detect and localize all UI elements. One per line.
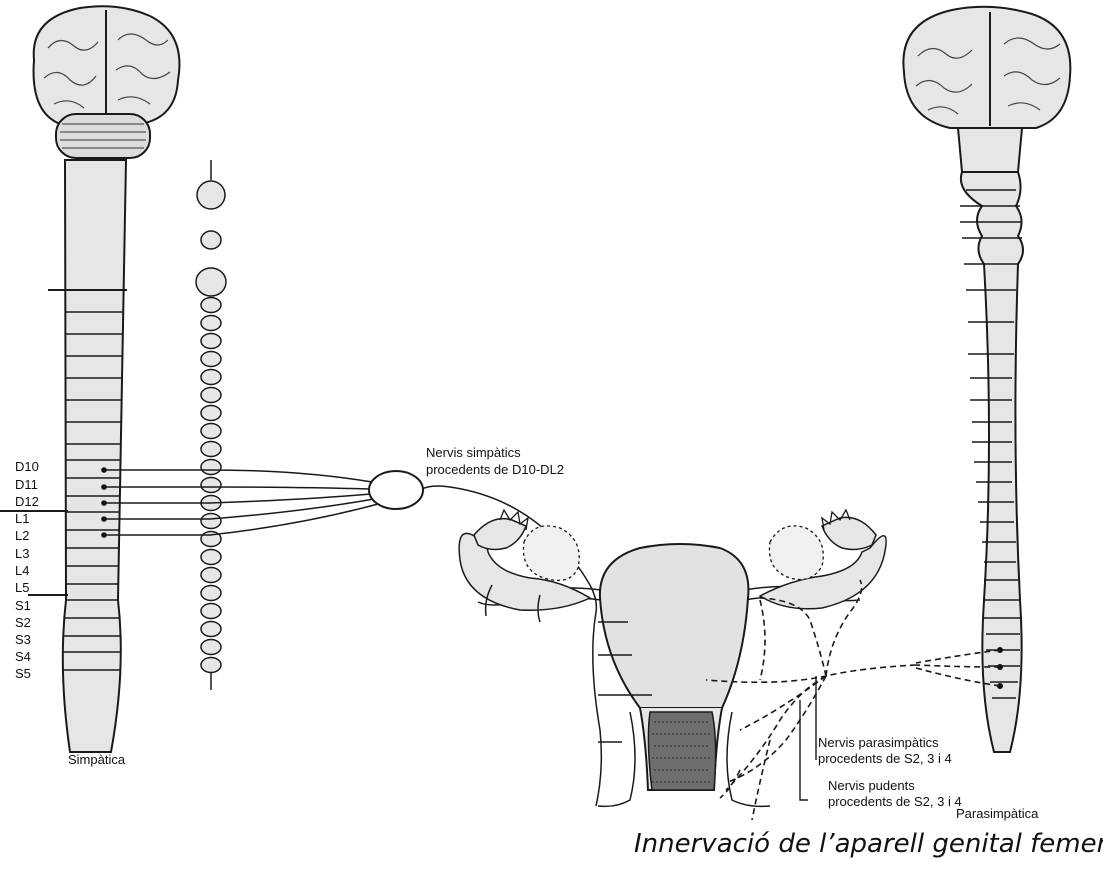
segment-label-l2: L2	[15, 528, 29, 543]
sympathetic-nerves-label-line1: Nervis simpàtics	[426, 445, 521, 461]
segment-label-l3: L3	[15, 546, 29, 561]
pudendal-nerves-label-line1: Nervis pudents	[828, 778, 915, 794]
segment-label-l4: L4	[15, 563, 29, 578]
parasympathetic-nerves-label-line1: Nervis parasimpàtics	[818, 735, 939, 751]
segment-label-s5: S5	[15, 666, 31, 681]
segment-label-s4: S4	[15, 649, 31, 664]
sympathetic-ganglion	[369, 471, 423, 509]
sympathetic-nerves-label-line2: procedents de D10-DL2	[426, 462, 564, 478]
right-brain	[903, 7, 1070, 128]
segment-label-s1: S1	[15, 598, 31, 613]
segment-label-s3: S3	[15, 632, 31, 647]
right-spinal-cord	[960, 172, 1023, 752]
pudendal-nerves-label-line2: procedents de S2, 3 i 4	[828, 794, 962, 810]
parasympathetic-label: Parasimpàtica	[956, 806, 1038, 822]
segment-label-l5: L5	[15, 580, 29, 595]
segment-label-d10: D10	[15, 459, 39, 474]
label-leader-lines	[800, 676, 816, 800]
segment-label-s2: S2	[15, 615, 31, 630]
segment-label-d11: D11	[15, 477, 38, 492]
left-brainstem	[56, 114, 150, 158]
sympathetic-chain	[196, 160, 226, 690]
right-brainstem	[958, 128, 1022, 172]
sympathetic-label: Simpàtica	[68, 752, 125, 768]
figure-caption: Innervació de l’aparell genital femení 3…	[634, 828, 1103, 860]
segment-label-l1: L1	[15, 511, 29, 526]
left-brain	[34, 6, 180, 124]
parasympathetic-nerves-label-line2: procedents de S2, 3 i 4	[818, 751, 952, 767]
segment-label-d12: D12	[15, 494, 39, 509]
caption-text: Innervació de l’aparell genital femení	[634, 829, 1103, 859]
